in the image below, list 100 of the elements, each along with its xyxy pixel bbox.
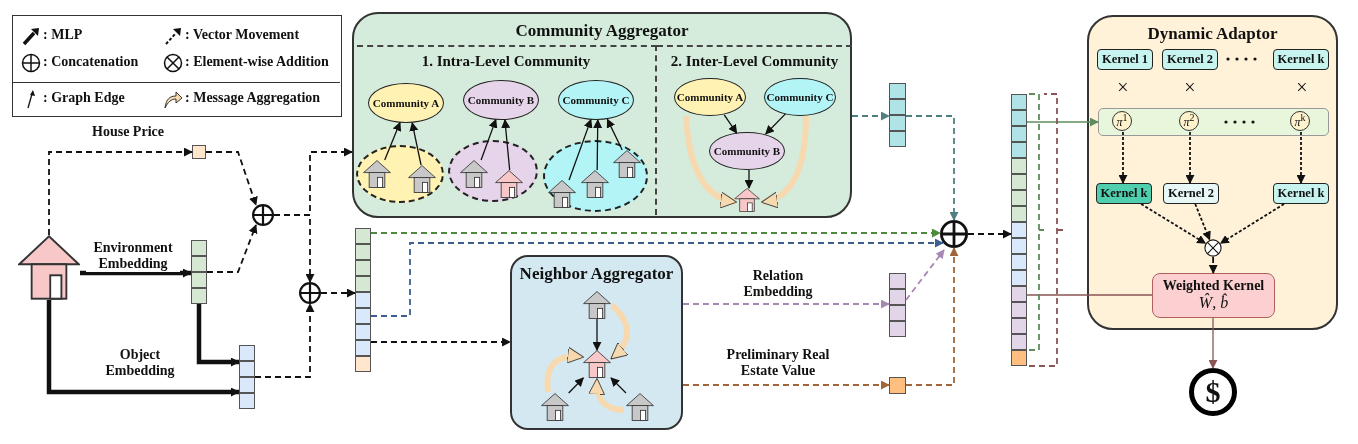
arrow — [851, 111, 890, 121]
arrow — [1208, 317, 1218, 369]
arrow — [254, 303, 315, 378]
arrow — [568, 118, 593, 181]
arrow — [384, 121, 402, 161]
node-label: Community B — [713, 144, 781, 158]
curved-arrow — [609, 302, 630, 361]
house-icon — [734, 188, 760, 212]
node-label: Community C — [766, 90, 834, 104]
curved-arrow — [760, 115, 809, 208]
arrow — [1118, 131, 1128, 184]
arrow — [48, 147, 193, 236]
node-label: Kernel k — [1100, 186, 1148, 201]
embedding-vector — [1011, 94, 1027, 366]
house-icon — [613, 150, 641, 178]
house-icon — [581, 170, 609, 198]
panel-title: Dynamic Adaptor — [1146, 24, 1279, 44]
concatenation-symbol — [299, 282, 321, 304]
arrow — [273, 214, 315, 283]
panel-title: Neighbor Aggregator — [518, 264, 675, 284]
arrow — [480, 118, 498, 161]
legend-text: : Concatenation — [43, 54, 139, 70]
node-label: $ — [1205, 374, 1221, 410]
section-panel — [657, 45, 852, 215]
module-panel — [352, 12, 852, 218]
formula: Ŵ, b̂ — [1198, 294, 1229, 313]
arrow — [905, 115, 959, 221]
node-label: Community C — [562, 93, 630, 107]
arrow — [1194, 203, 1211, 241]
element-wise-addition-symbol — [1204, 239, 1222, 257]
arrow — [206, 224, 258, 273]
arrow — [905, 247, 959, 386]
arrow — [409, 122, 422, 166]
house-icon — [408, 165, 436, 193]
arrow — [501, 119, 511, 171]
arrow — [205, 151, 258, 206]
arrow — [682, 299, 890, 309]
arrow — [1185, 131, 1195, 184]
arrow — [606, 118, 623, 151]
node-label: Kernel k — [1277, 52, 1325, 67]
arrow — [568, 377, 584, 394]
multiply-sign: × — [1116, 76, 1130, 99]
node-label: Community B — [467, 93, 535, 107]
panel-title: Community Aggregator — [514, 21, 690, 41]
panel-title: 1. Intra-Level Community — [420, 53, 592, 71]
embedding-vector — [192, 145, 206, 159]
arrow — [320, 288, 356, 298]
curved-arrow — [683, 115, 738, 208]
embedding-vector — [889, 273, 906, 337]
section-panel — [357, 45, 657, 215]
arrow — [46, 300, 240, 397]
node-label: π$^{1}$ — [1116, 112, 1128, 130]
node-label: Kernel 2 — [1167, 186, 1215, 201]
dollar-coin — [1189, 368, 1237, 416]
embedding-vector — [239, 345, 255, 409]
arrow — [1208, 256, 1218, 274]
embedding-vector — [191, 240, 207, 304]
house-icon — [626, 393, 654, 421]
arrow — [967, 229, 1012, 239]
arrow — [196, 304, 240, 367]
embedding-vector — [355, 228, 371, 372]
arrow — [905, 249, 945, 301]
module-panel — [1087, 15, 1338, 330]
curved-arrow — [588, 377, 625, 413]
cluster-ellipse — [356, 145, 444, 203]
edge-label: Environment Embedding — [86, 240, 180, 273]
legend-text: : Graph Edge — [43, 90, 125, 106]
arrow — [1219, 203, 1285, 245]
node-label: Kernel 1 — [1101, 52, 1149, 67]
house-icon — [460, 160, 488, 188]
node-label: Kernel k — [1277, 186, 1325, 201]
arrow — [723, 114, 738, 134]
node-label: Community A — [372, 96, 440, 110]
arrow — [610, 377, 627, 394]
connector-line — [1026, 294, 1153, 296]
node-label: π$^{2}$ — [1183, 112, 1195, 130]
legend-text: : Message Aggregation — [185, 90, 321, 106]
curved-arrow — [544, 347, 585, 393]
house-icon — [541, 393, 569, 421]
multiply-sign: × — [1183, 76, 1197, 99]
arrow — [1140, 203, 1207, 245]
house-icon — [18, 235, 80, 300]
module-panel — [510, 255, 683, 430]
arrow — [1026, 117, 1099, 127]
embedding-vector — [889, 83, 906, 147]
concatenation-symbol — [252, 204, 274, 226]
legend-text: : Vector Movement — [185, 27, 300, 43]
legend-text: : Element-wise Addition — [185, 54, 329, 70]
node-label: π$^{k}$ — [1294, 112, 1306, 130]
arrow — [593, 119, 603, 171]
arrow — [370, 238, 944, 317]
concatenation-symbol — [940, 220, 968, 248]
weighted-kernel-card — [1152, 273, 1275, 318]
house-icon — [583, 291, 611, 319]
node-label: Kernel 2 — [1166, 52, 1214, 67]
arrow — [682, 380, 890, 390]
arrow — [744, 169, 754, 189]
arrow — [80, 268, 192, 278]
house-icon — [363, 160, 391, 188]
house-icon — [548, 180, 576, 208]
